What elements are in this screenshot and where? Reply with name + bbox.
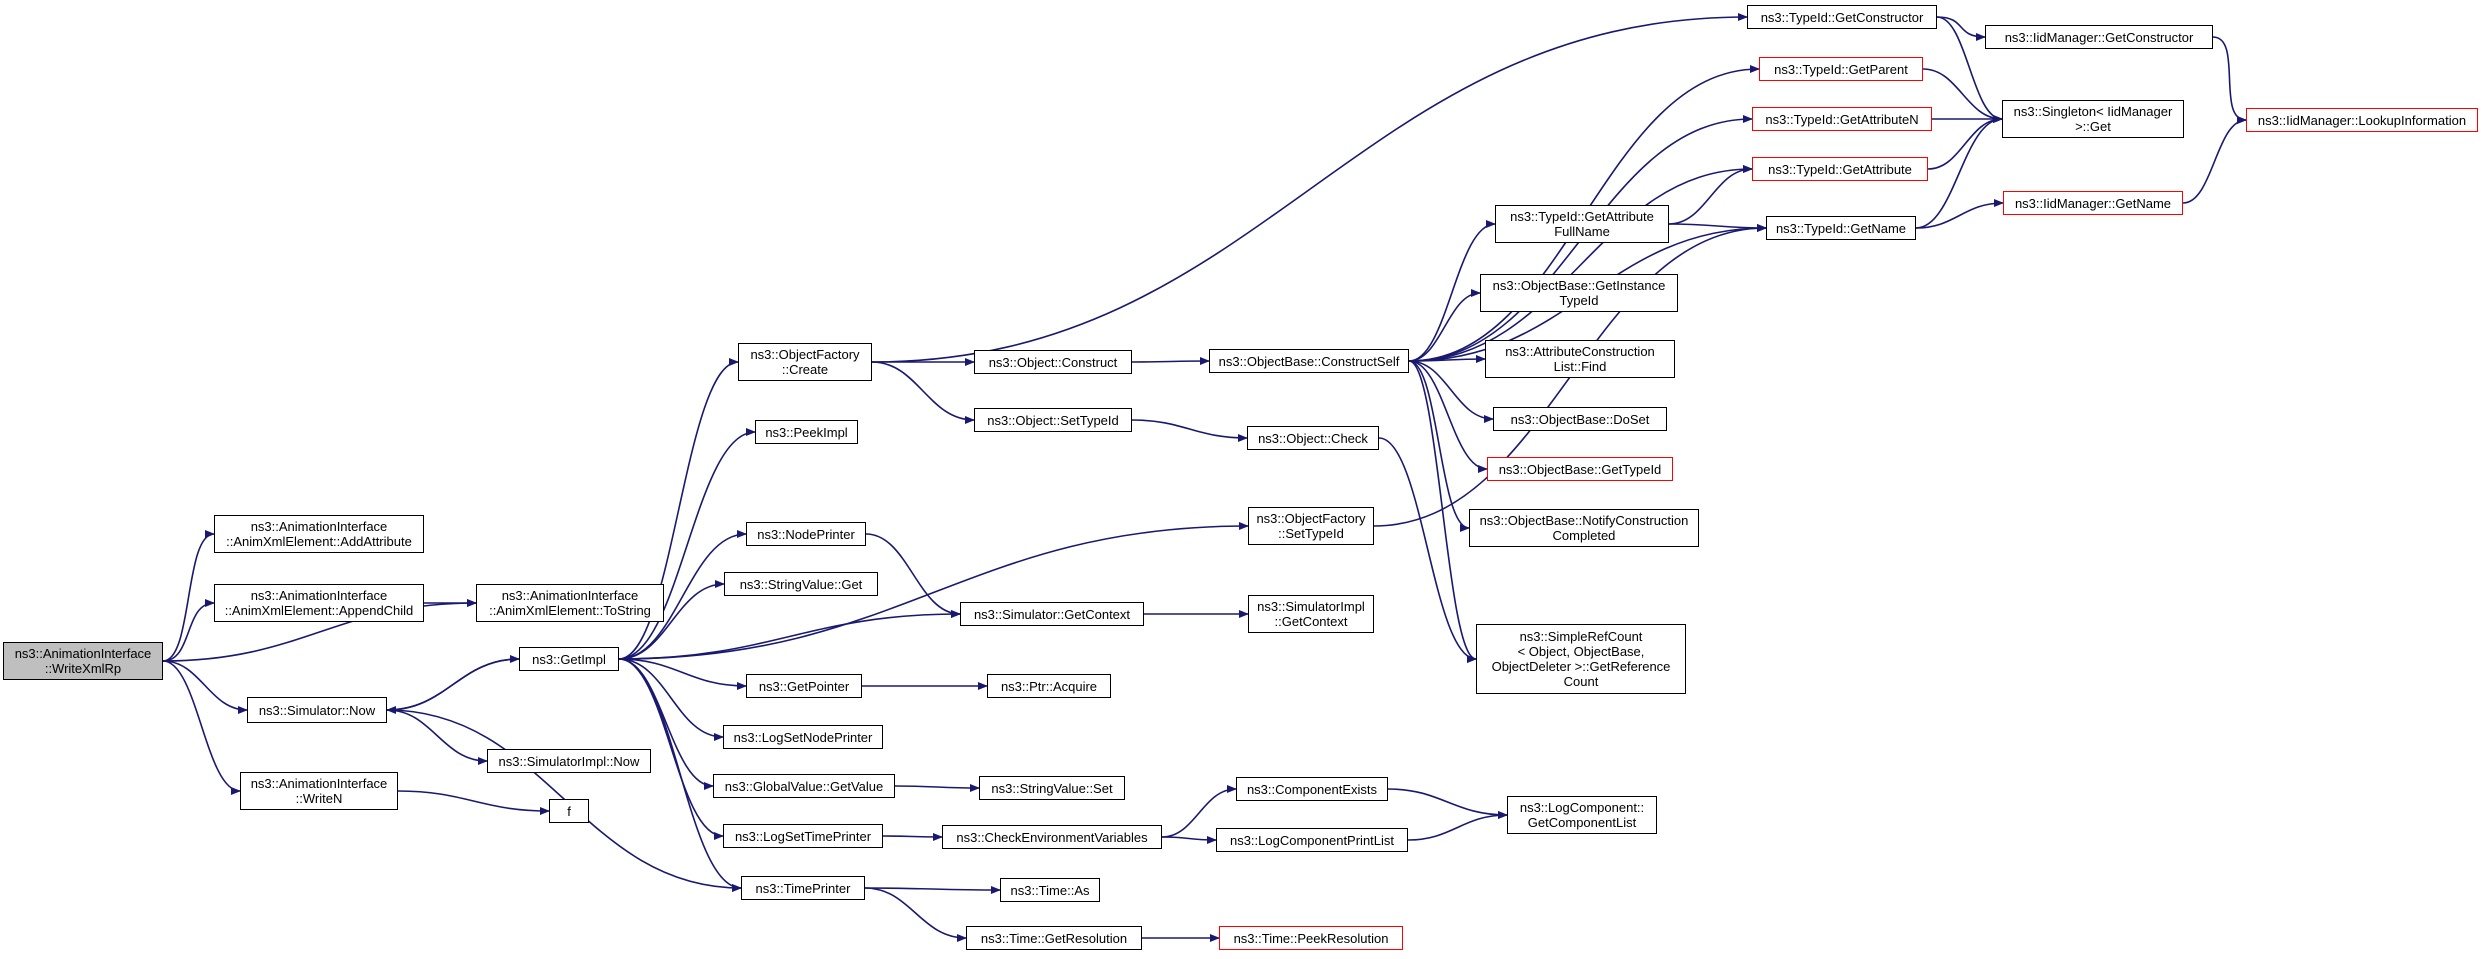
node-objectbase-doset[interactable]: ns3::ObjectBase::DoSet — [1493, 407, 1667, 431]
node-component-exists[interactable]: ns3::ComponentExists — [1236, 777, 1388, 801]
node-objectbase-constructself[interactable]: ns3::ObjectBase::ConstructSelf — [1209, 349, 1409, 373]
edge-object-construct-to-objectbase-constructself — [1131, 357, 1210, 366]
node-peek-impl[interactable]: ns3::PeekImpl — [755, 420, 858, 444]
node-simulator-now[interactable]: ns3::Simulator::Now — [247, 697, 387, 723]
node-object-settypeid[interactable]: ns3::Object::SetTypeId — [974, 408, 1132, 432]
node-objfactory-settypeid[interactable]: ns3::ObjectFactory ::SetTypeId — [1248, 507, 1374, 545]
node-iidmanager-lookupinformation[interactable]: ns3::IidManager::LookupInformation — [2246, 108, 2478, 132]
edge-simulator-now-to-simimpl-now — [386, 709, 488, 765]
node-stringvalue-get[interactable]: ns3::StringValue::Get — [724, 572, 878, 596]
edge-time-printer-to-time-getresolution — [864, 887, 967, 942]
node-node-printer[interactable]: ns3::NodePrinter — [746, 522, 866, 546]
node-get-impl[interactable]: ns3::GetImpl — [519, 647, 619, 671]
edge-iidmanager-getname-to-iidmanager-lookupinformation — [2182, 116, 2247, 204]
edge-typeid-getattributefullname-to-typeid-getattribute — [1668, 165, 1753, 225]
edge-log-component-printlist-to-logcomponent-getcomponentlist — [1407, 811, 1508, 841]
edge-write-xml-rp-to-write-n — [162, 660, 241, 795]
node-attributeconstructionlist-find[interactable]: ns3::AttributeConstruction List::Find — [1485, 340, 1675, 378]
node-time-peekresolution[interactable]: ns3::Time::PeekResolution — [1219, 926, 1403, 950]
edge-get-impl-to-simulator-now — [386, 658, 520, 714]
edge-globalvalue-getvalue-to-stringvalue-set — [894, 783, 980, 792]
node-log-set-node-printer[interactable]: ns3::LogSetNodePrinter — [723, 725, 883, 749]
node-simimpl-now[interactable]: ns3::SimulatorImpl::Now — [487, 749, 651, 773]
node-simplerefcount-getreferencecount[interactable]: ns3::SimpleRefCount < Object, ObjectBase… — [1476, 624, 1686, 694]
node-objectbase-getinstancetypeid[interactable]: ns3::ObjectBase::GetInstance TypeId — [1480, 274, 1678, 312]
node-add-attribute[interactable]: ns3::AnimationInterface ::AnimXmlElement… — [214, 515, 424, 553]
node-append-child[interactable]: ns3::AnimationInterface ::AnimXmlElement… — [214, 584, 424, 622]
edge-objfactory-create-to-object-settypeid — [871, 361, 975, 424]
edge-get-impl-to-get-pointer — [618, 658, 747, 690]
edge-write-xml-rp-to-to-string — [162, 599, 477, 662]
node-object-check[interactable]: ns3::Object::Check — [1247, 426, 1379, 450]
edge-check-env-vars-to-log-component-printlist — [1161, 835, 1217, 844]
node-write-xml-rp: ns3::AnimationInterface ::WriteXmlRp — [3, 642, 163, 680]
edge-get-impl-to-log-set-node-printer — [618, 658, 724, 741]
edge-get-impl-to-time-printer — [618, 658, 742, 892]
node-typeid-getconstructor[interactable]: ns3::TypeId::GetConstructor — [1747, 5, 1937, 29]
node-objectbase-notifyconstructioncompleted[interactable]: ns3::ObjectBase::NotifyConstruction Comp… — [1469, 509, 1699, 547]
node-ptr-acquire[interactable]: ns3::Ptr::Acquire — [987, 674, 1111, 698]
edge-typeid-getname-to-singleton-get — [1915, 115, 2003, 229]
node-stringvalue-set[interactable]: ns3::StringValue::Set — [979, 776, 1125, 800]
edge-log-set-time-printer-to-check-env-vars — [882, 832, 943, 841]
node-get-pointer[interactable]: ns3::GetPointer — [746, 674, 862, 698]
edge-objectbase-constructself-to-objectbase-doset — [1408, 360, 1494, 423]
edge-objectbase-constructself-to-objectbase-gettypeid — [1408, 360, 1488, 473]
edge-node-printer-to-simulator-getcontext — [865, 533, 961, 618]
edge-objfactory-create-to-typeid-getconstructor — [871, 13, 1748, 363]
edge-get-impl-to-stringvalue-get — [618, 580, 725, 660]
node-typeid-getattributefullname[interactable]: ns3::TypeId::GetAttribute FullName — [1495, 205, 1669, 243]
node-iidmanager-getconstructor[interactable]: ns3::IidManager::GetConstructor — [1985, 25, 2213, 49]
node-singleton-get[interactable]: ns3::Singleton< IidManager >::Get — [2002, 100, 2184, 138]
node-logcomponent-getcomponentlist[interactable]: ns3::LogComponent:: GetComponentList — [1507, 796, 1657, 834]
edge-objectbase-constructself-to-objectbase-notifyconstructioncompleted — [1408, 360, 1470, 532]
edge-objectbase-constructself-to-typeid-getattribute — [1408, 165, 1753, 362]
edge-objectbase-constructself-to-objectbase-getinstancetypeid — [1408, 289, 1481, 362]
edge-typeid-getconstructor-to-iidmanager-getconstructor — [1936, 16, 1986, 41]
node-globalvalue-getvalue[interactable]: ns3::GlobalValue::GetValue — [713, 774, 895, 798]
node-typeid-getattributen[interactable]: ns3::TypeId::GetAttributeN — [1752, 107, 1932, 131]
node-time-getresolution[interactable]: ns3::Time::GetResolution — [966, 926, 1142, 950]
node-objectbase-gettypeid[interactable]: ns3::ObjectBase::GetTypeId — [1487, 457, 1673, 481]
node-object-construct[interactable]: ns3::Object::Construct — [974, 350, 1132, 374]
node-f[interactable]: f — [549, 799, 589, 823]
node-objfactory-create[interactable]: ns3::ObjectFactory ::Create — [738, 343, 872, 381]
edge-check-env-vars-to-component-exists — [1161, 785, 1237, 838]
edge-get-impl-to-peek-impl — [618, 428, 756, 660]
node-to-string[interactable]: ns3::AnimationInterface ::AnimXmlElement… — [476, 584, 664, 622]
edge-object-settypeid-to-object-check — [1131, 419, 1248, 442]
edge-write-xml-rp-to-simulator-now — [162, 660, 248, 714]
node-iidmanager-getname[interactable]: ns3::IidManager::GetName — [2003, 191, 2183, 215]
node-typeid-getname[interactable]: ns3::TypeId::GetName — [1766, 216, 1916, 240]
edge-write-xml-rp-to-append-child — [162, 599, 215, 662]
node-time-as[interactable]: ns3::Time::As — [1000, 878, 1100, 902]
node-log-set-time-printer[interactable]: ns3::LogSetTimePrinter — [723, 824, 883, 848]
node-typeid-getattribute[interactable]: ns3::TypeId::GetAttribute — [1752, 157, 1928, 181]
node-write-n[interactable]: ns3::AnimationInterface ::WriteN — [240, 772, 398, 810]
edge-get-impl-to-objfactory-settypeid — [618, 522, 1249, 660]
node-typeid-getparent[interactable]: ns3::TypeId::GetParent — [1759, 57, 1923, 81]
node-time-printer[interactable]: ns3::TimePrinter — [741, 876, 865, 900]
edge-time-printer-to-time-as — [864, 885, 1001, 894]
edge-object-check-to-simplerefcount-getreferencecount — [1378, 437, 1477, 663]
edge-typeid-getconstructor-to-singleton-get — [1936, 16, 2003, 123]
node-simimpl-getcontext[interactable]: ns3::SimulatorImpl ::GetContext — [1248, 595, 1374, 633]
edge-objectbase-constructself-to-typeid-getattributefullname — [1408, 220, 1496, 362]
edge-typeid-getparent-to-singleton-get — [1922, 68, 2003, 123]
node-check-env-vars[interactable]: ns3::CheckEnvironmentVariables — [942, 825, 1162, 849]
node-log-component-printlist[interactable]: ns3::LogComponentPrintList — [1216, 828, 1408, 852]
edge-get-impl-to-objfactory-create — [618, 358, 739, 660]
edge-component-exists-to-logcomponent-getcomponentlist — [1387, 788, 1508, 819]
edge-write-n-to-f — [397, 790, 550, 815]
edge-typeid-getattributefullname-to-typeid-getname — [1668, 223, 1767, 232]
node-simulator-getcontext[interactable]: ns3::Simulator::GetContext — [960, 602, 1144, 626]
edge-write-xml-rp-to-add-attribute — [162, 530, 215, 662]
edge-objectbase-constructself-to-simplerefcount-getreferencecount — [1408, 360, 1477, 663]
edge-typeid-getname-to-iidmanager-getname — [1915, 199, 2004, 229]
